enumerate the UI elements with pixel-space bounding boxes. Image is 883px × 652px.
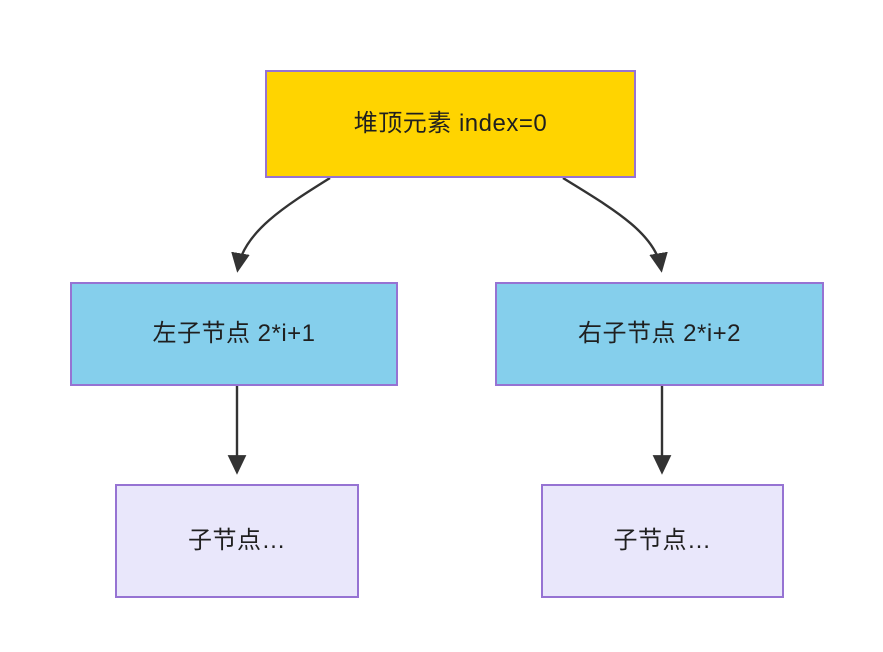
node-right-leaf-label: 子节点… [613, 527, 712, 554]
node-right-leaf[interactable]: 子节点… [541, 484, 784, 598]
node-left-leaf[interactable]: 子节点… [115, 484, 359, 598]
node-root-label: 堆顶元素 index=0 [353, 110, 548, 137]
node-right-child[interactable]: 右子节点 2*i+2 [495, 282, 824, 386]
edge-root-to-right [562, 176, 668, 273]
node-left-child-label: 左子节点 2*i+1 [152, 320, 316, 347]
node-root[interactable]: 堆顶元素 index=0 [265, 70, 636, 178]
edge-root-to-left [231, 176, 331, 273]
node-left-leaf-label: 子节点… [188, 527, 286, 554]
node-left-child[interactable]: 左子节点 2*i+1 [70, 282, 398, 386]
node-right-child-label: 右子节点 2*i+2 [577, 320, 742, 347]
